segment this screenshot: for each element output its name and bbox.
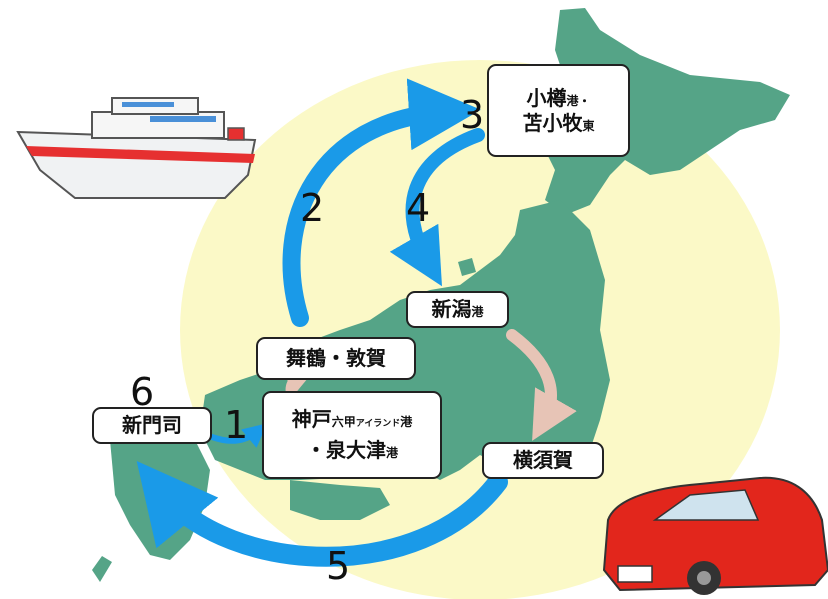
port-label-niigata: 新潟港 xyxy=(406,291,509,328)
shikoku-landmass xyxy=(290,480,390,520)
port-suffix-tomakomai: 東 xyxy=(582,118,595,133)
port-name-niigata: 新潟 xyxy=(431,297,472,321)
port-name-shinmoji: 新門司 xyxy=(122,413,182,437)
step-number-6: 6 xyxy=(130,370,155,414)
step-number-3: 3 xyxy=(460,93,485,137)
port-name-tomakomai: 苫小牧 xyxy=(522,110,583,135)
port-name-yokosuka: 横須賀 xyxy=(513,448,573,472)
port-suffix-otaru: 港・ xyxy=(566,93,591,108)
hokkaido-landmass xyxy=(540,8,790,215)
port-label-otaru-tomakomai: 小樽港・ 苫小牧東 xyxy=(487,64,630,157)
step-number-1: 1 xyxy=(224,403,249,447)
port-name-izumiotsu: ・泉大津 xyxy=(305,438,386,462)
route-arrow-4 xyxy=(389,128,485,287)
route-arrow-1 xyxy=(209,423,268,448)
island-sado xyxy=(458,258,476,276)
port-name-island: アイランド xyxy=(355,419,401,429)
port-label-yokosuka: 横須賀 xyxy=(482,442,604,479)
port-label-maizuru-tsuruga: 舞鶴・敦賀 xyxy=(256,337,416,380)
step-number-2: 2 xyxy=(300,186,325,230)
port-suffix-niigata: 港 xyxy=(471,305,484,319)
port-name-kobe: 神戸 xyxy=(291,407,332,431)
route-arrow-land-niigata xyxy=(506,329,577,441)
red-car-icon xyxy=(602,476,828,595)
step-number-4: 4 xyxy=(406,186,431,230)
port-name-maizuru-tsuruga: 舞鶴・敦賀 xyxy=(286,346,386,370)
island-south xyxy=(92,556,112,582)
port-label-kobe-izumiotsu: 神戸六甲アイランド港 ・泉大津港 xyxy=(262,391,442,479)
route-arrow-5 xyxy=(136,461,508,567)
ferry-ship-icon xyxy=(16,97,257,199)
route-arrow-2 xyxy=(282,78,481,327)
port-label-shinmoji: 新門司 xyxy=(92,407,212,444)
port-name-otaru: 小樽 xyxy=(526,85,567,110)
step-number-5: 5 xyxy=(326,544,351,588)
port-name-rokko: 六甲 xyxy=(331,415,356,429)
port-suffix-kobe: 港 xyxy=(400,415,413,429)
port-suffix-izumiotsu: 港 xyxy=(385,446,398,460)
